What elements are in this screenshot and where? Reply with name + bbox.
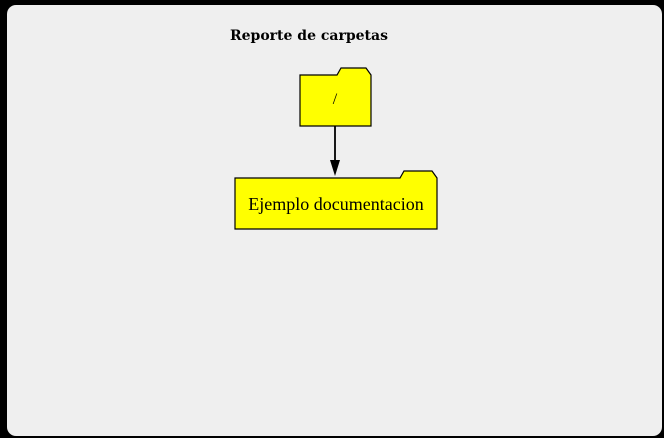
edge-root-to-child: [330, 126, 340, 176]
folder-icon: [234, 170, 438, 230]
diagram-title: Reporte de carpetas: [230, 28, 388, 44]
edge-arrowhead: [330, 160, 340, 176]
folder-node-root[interactable]: /: [299, 67, 372, 127]
folder-label-child: Ejemplo documentacion: [248, 194, 423, 214]
folder-label-root: /: [333, 91, 338, 108]
folder-icon: [299, 67, 372, 127]
folder-node-ejemplo-documentacion[interactable]: Ejemplo documentacion: [234, 170, 438, 230]
